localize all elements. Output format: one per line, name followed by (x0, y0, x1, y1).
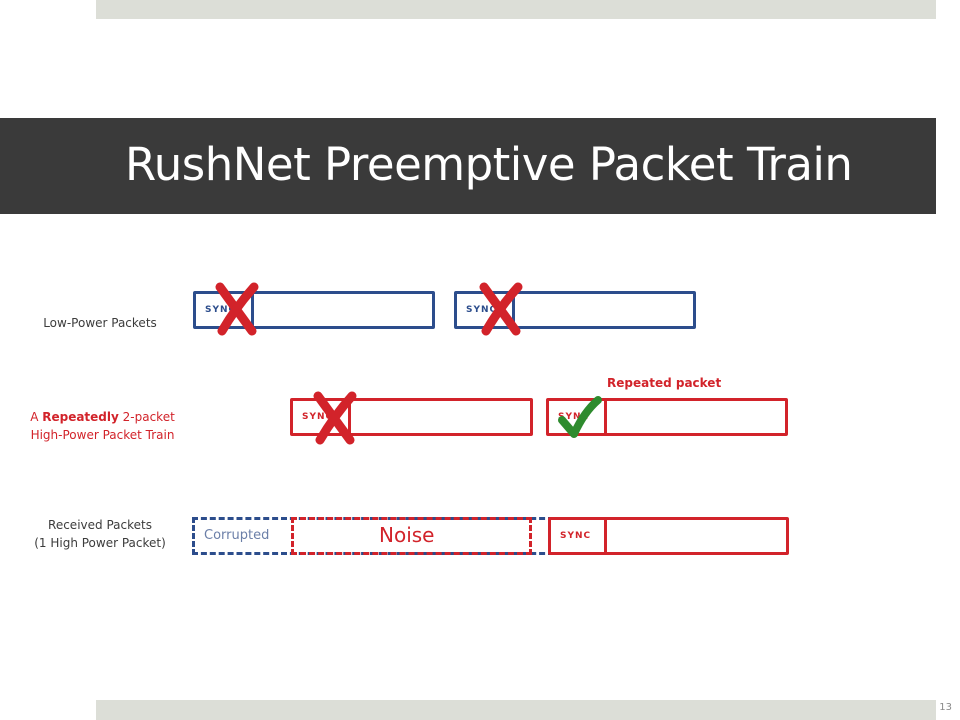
top-band (96, 0, 936, 19)
received-label-line1: Received Packets (48, 518, 152, 532)
train-label-bold: Repeatedly (42, 410, 119, 424)
received-packet: SYNC (548, 517, 789, 555)
train-label: A Repeatedly 2-packet High-Power Packet … (0, 408, 205, 444)
received-label-line2: (1 High Power Packet) (34, 536, 166, 550)
cross-icon (215, 282, 259, 336)
title-bar (0, 118, 936, 214)
low-power-label: Low-Power Packets (43, 316, 157, 330)
noise-label: Noise (379, 523, 435, 547)
received-label: Received Packets (1 High Power Packet) (15, 516, 185, 552)
corrupted-label: Corrupted (204, 528, 270, 543)
sync-field: SYNC (293, 401, 351, 433)
cross-icon (479, 282, 523, 336)
repeated-packet-label: Repeated packet (607, 376, 722, 390)
train-label-pre: A (30, 410, 43, 424)
sync-field: SYNC (549, 401, 607, 433)
high-power-packet-2: SYNC (546, 398, 788, 436)
sync-field: SYNC (551, 520, 607, 552)
sync-field: SYNC (196, 294, 254, 326)
train-label-post: 2-packet (118, 410, 175, 424)
train-label-line2: High-Power Packet Train (30, 428, 175, 442)
check-icon (558, 396, 602, 438)
slide-number: 13 (939, 702, 952, 713)
sync-field: SYNC (457, 294, 515, 326)
slide-title: RushNet Preemptive Packet Train (125, 138, 853, 191)
noise-region (291, 517, 532, 555)
bottom-band (96, 700, 936, 720)
cross-icon (313, 391, 357, 445)
